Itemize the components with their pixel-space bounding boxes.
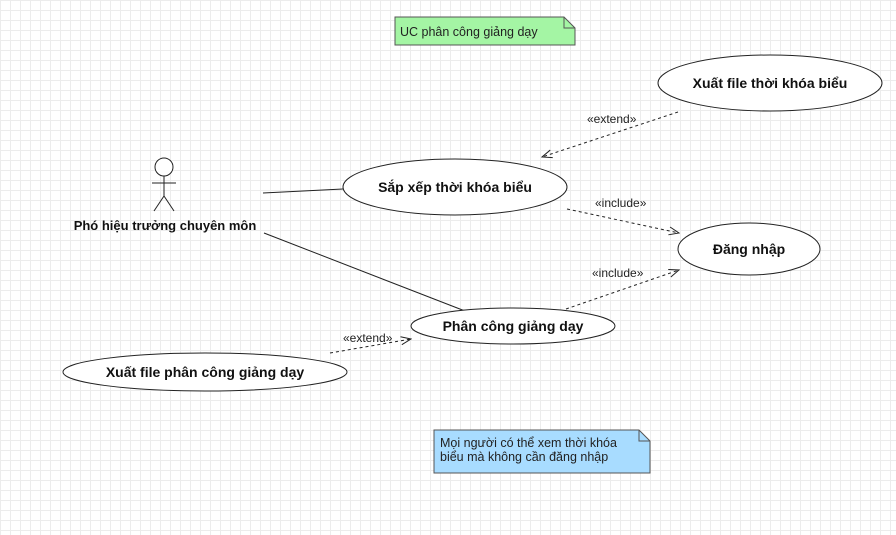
- use-case-export-assignment[interactable]: Xuất file phân công giảng dạy: [62, 352, 348, 392]
- use-case-label: Đăng nhập: [713, 241, 785, 257]
- use-case-label: Xuất file phân công giảng dạy: [106, 364, 305, 380]
- diagram-title: UC phân công giảng dạy: [400, 25, 538, 39]
- use-case-login[interactable]: Đăng nhập: [677, 222, 821, 276]
- info-note[interactable]: Mọi người có thể xem thời khóa biểu mà k…: [433, 429, 651, 474]
- use-case-export-timetable[interactable]: Xuất file thời khóa biểu: [657, 54, 883, 112]
- association-actor-arrange: [262, 188, 344, 194]
- include-arrow-arrange-login: [566, 208, 679, 233]
- info-note-line-2: biểu mà không cần đăng nhập: [440, 450, 608, 464]
- use-case-label: Xuất file thời khóa biểu: [693, 75, 848, 91]
- include-label-assign: «include»: [592, 266, 644, 280]
- use-case-assign-teaching[interactable]: Phân công giảng dạy: [410, 307, 616, 345]
- note-shape: [433, 429, 651, 474]
- include-arrow-assign-login: [565, 270, 679, 310]
- extend-label-assignment: «extend»: [343, 331, 393, 345]
- extend-arrow-assignment: [329, 339, 411, 354]
- use-case-label: Sắp xếp thời khóa biểu: [378, 178, 532, 195]
- actor-name: Phó hiệu trưởng chuyên môn: [74, 218, 257, 233]
- use-case-arrange-timetable[interactable]: Sắp xếp thời khóa biểu: [342, 158, 568, 216]
- actor-vice-principal[interactable]: Phó hiệu trưởng chuyên môn: [74, 157, 257, 233]
- diagram-title-note[interactable]: UC phân công giảng dạy: [394, 16, 576, 46]
- info-note-line-1: Mọi người có thể xem thời khóa: [440, 436, 617, 450]
- extend-label-timetable: «extend»: [587, 112, 637, 126]
- actor-stick-figure-icon: [152, 157, 176, 212]
- note-shape: [394, 16, 576, 46]
- use-case-label: Phân công giảng dạy: [443, 318, 584, 334]
- include-label-arrange: «include»: [595, 196, 647, 210]
- association-actor-assign: [263, 232, 466, 312]
- note-corner: [638, 430, 650, 442]
- note-corner: [563, 17, 575, 29]
